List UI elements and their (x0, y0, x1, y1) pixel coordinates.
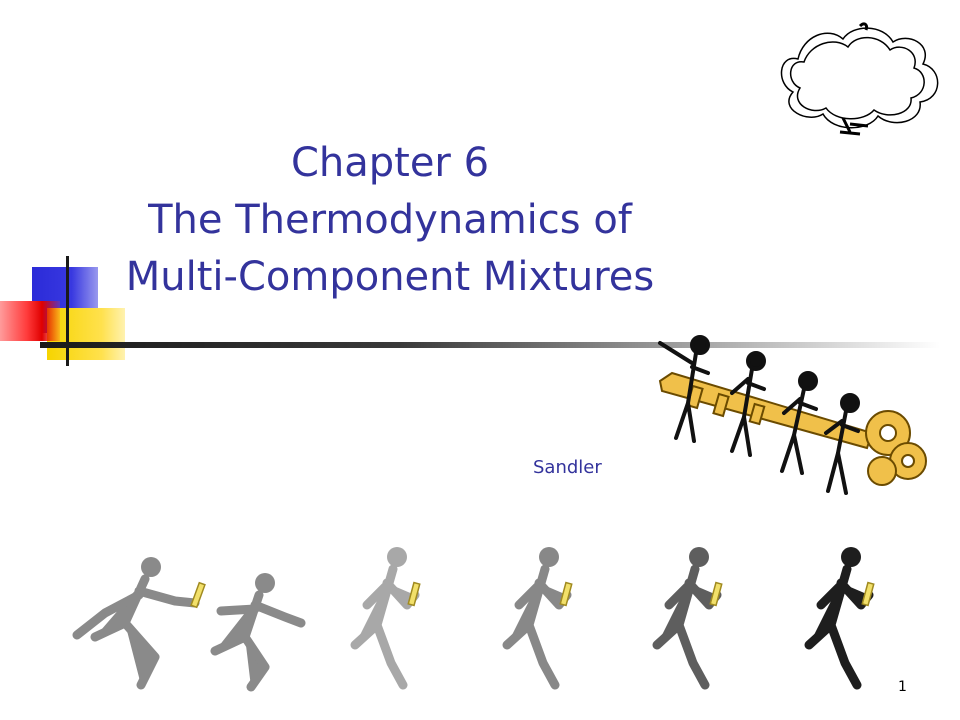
accent-red-square (0, 301, 60, 341)
thought-cloud-icon (780, 22, 939, 136)
relay-runners-icon (72, 547, 875, 692)
accent-yellow-square (47, 308, 125, 360)
title-divider-line (40, 342, 940, 348)
accent-vertical-line (66, 256, 69, 366)
title-line-1: Chapter 6 (290, 140, 490, 186)
page-number: 1 (898, 679, 907, 695)
slide-title: Chapter 6 The Thermodynamics of Multi-Co… (60, 135, 720, 306)
title-line-2: The Thermodynamics of (148, 197, 632, 243)
author-name: Sandler (533, 457, 602, 478)
key-carriers-icon (658, 335, 927, 495)
title-line-3: Multi-Component Mixtures (125, 254, 655, 300)
